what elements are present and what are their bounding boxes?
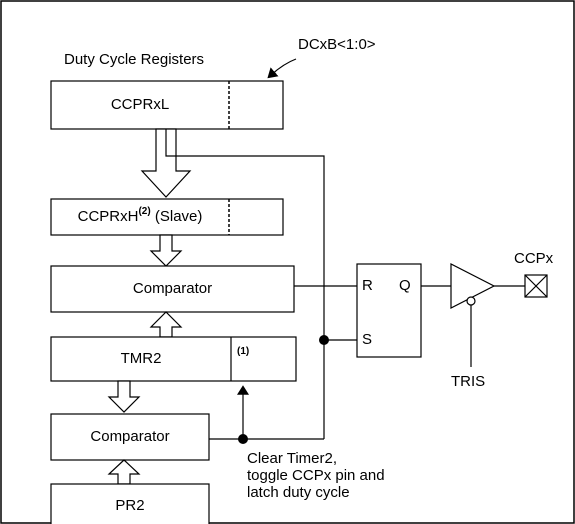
hollow-arrow-tmr2-to-comparator-bottom	[107, 380, 141, 413]
clear-note-line-3: latch duty cycle	[247, 484, 350, 501]
comparator-bottom-box	[50, 413, 210, 461]
ccprxh-note: (2)	[138, 206, 151, 217]
ccpx-pin-cross-b	[524, 274, 548, 298]
hollow-arrow-ccprxh-to-comparator	[149, 234, 183, 267]
ff-r-label: R	[362, 277, 373, 294]
comparator-top-box	[50, 265, 295, 313]
ccprxh-label: CCPRxH(2) (Slave)	[51, 206, 229, 226]
comparator-top-label: Comparator	[132, 280, 213, 297]
tris-label: TRIS	[451, 373, 486, 390]
ccprxh-suffix: (Slave)	[154, 208, 203, 225]
tris-inversion-bubble	[466, 296, 476, 306]
junction-dot-upper	[319, 335, 329, 345]
comparator-bottom-label: Comparator	[90, 428, 170, 445]
tmr2-note: (1)	[237, 346, 250, 357]
pr2-box	[50, 483, 210, 524]
pr2-label: PR2	[115, 497, 145, 514]
sr-flipflop-box	[356, 263, 422, 358]
registers-title: Duty Cycle Registers	[64, 51, 205, 68]
ccpx-pin-label: CCPx	[514, 250, 554, 267]
ff-s-label: S	[362, 331, 373, 348]
ccprxh-name: CCPRxH	[77, 208, 139, 225]
dcxb-label: DCxB<1:0>	[298, 36, 376, 53]
ff-q-label: Q	[399, 277, 411, 294]
ccprxl-label: CCPRxL	[110, 96, 170, 113]
clear-note-line-2: toggle CCPx pin and	[247, 467, 385, 484]
hollow-arrow-ccprxl-to-ccprxh	[140, 128, 192, 198]
dcxb-pointer-arrow	[267, 58, 297, 79]
tmr2-label: TMR2	[120, 350, 162, 367]
tmr2-box	[50, 336, 297, 382]
clear-note-line-1: Clear Timer2,	[247, 450, 338, 467]
wire-ccprxl-to-ff-set	[165, 129, 325, 340]
hollow-arrow-pr2-to-comparator	[107, 459, 141, 485]
hollow-arrow-tmr2-to-comparator	[149, 311, 183, 338]
